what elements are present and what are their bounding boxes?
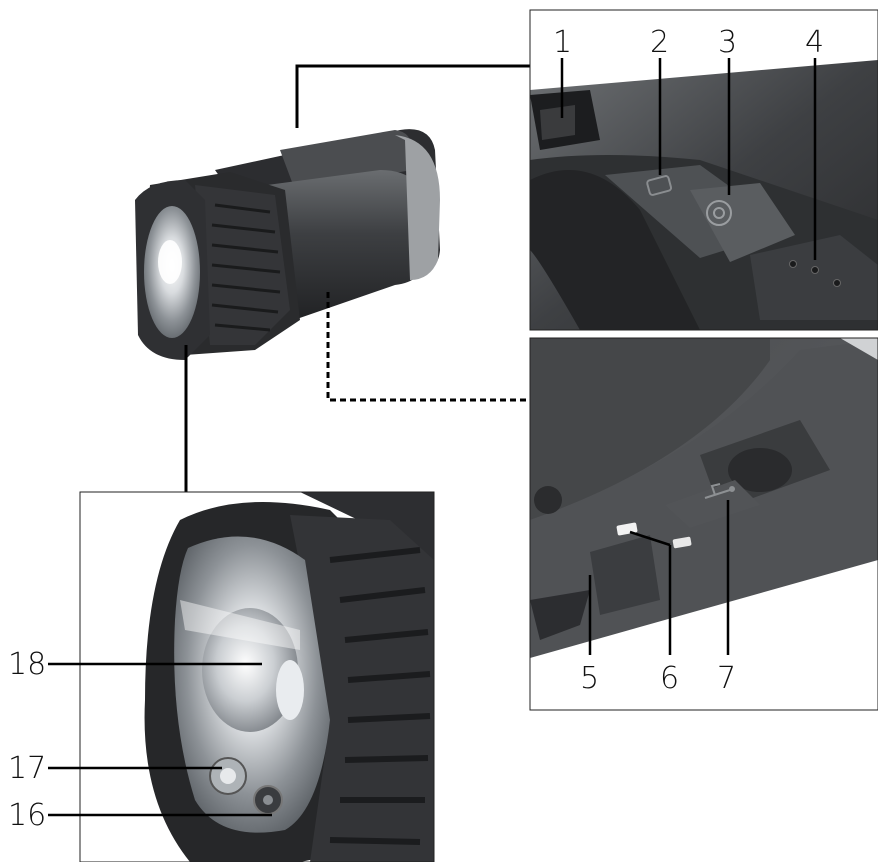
detail-panel-bottom <box>529 337 878 711</box>
battery-indicator-leds <box>789 260 841 287</box>
callout-4: 4 <box>805 25 824 60</box>
callout-6: 6 <box>660 661 679 696</box>
callout-17: 17 <box>8 751 46 786</box>
power-button-icon <box>706 200 732 226</box>
callout-5: 5 <box>580 661 599 696</box>
usb-port-icon <box>704 483 735 499</box>
detail-panel-top <box>529 9 878 331</box>
callout-7: 7 <box>717 661 736 696</box>
callout-leaders-bottom <box>588 500 730 655</box>
connector-line-dotted <box>326 292 530 402</box>
flashlight-overview-icon <box>135 129 440 360</box>
callout-16: 16 <box>8 798 46 833</box>
callout-leaders-head <box>48 662 272 817</box>
callout-2: 2 <box>650 25 669 60</box>
detail-panel-head <box>79 491 435 862</box>
callout-18: 18 <box>8 647 46 682</box>
connector-line-top <box>295 64 530 128</box>
callout-1: 1 <box>553 25 572 60</box>
callout-leaders-top <box>560 58 817 260</box>
mode-button-icon <box>646 175 673 196</box>
callout-3: 3 <box>718 25 737 60</box>
